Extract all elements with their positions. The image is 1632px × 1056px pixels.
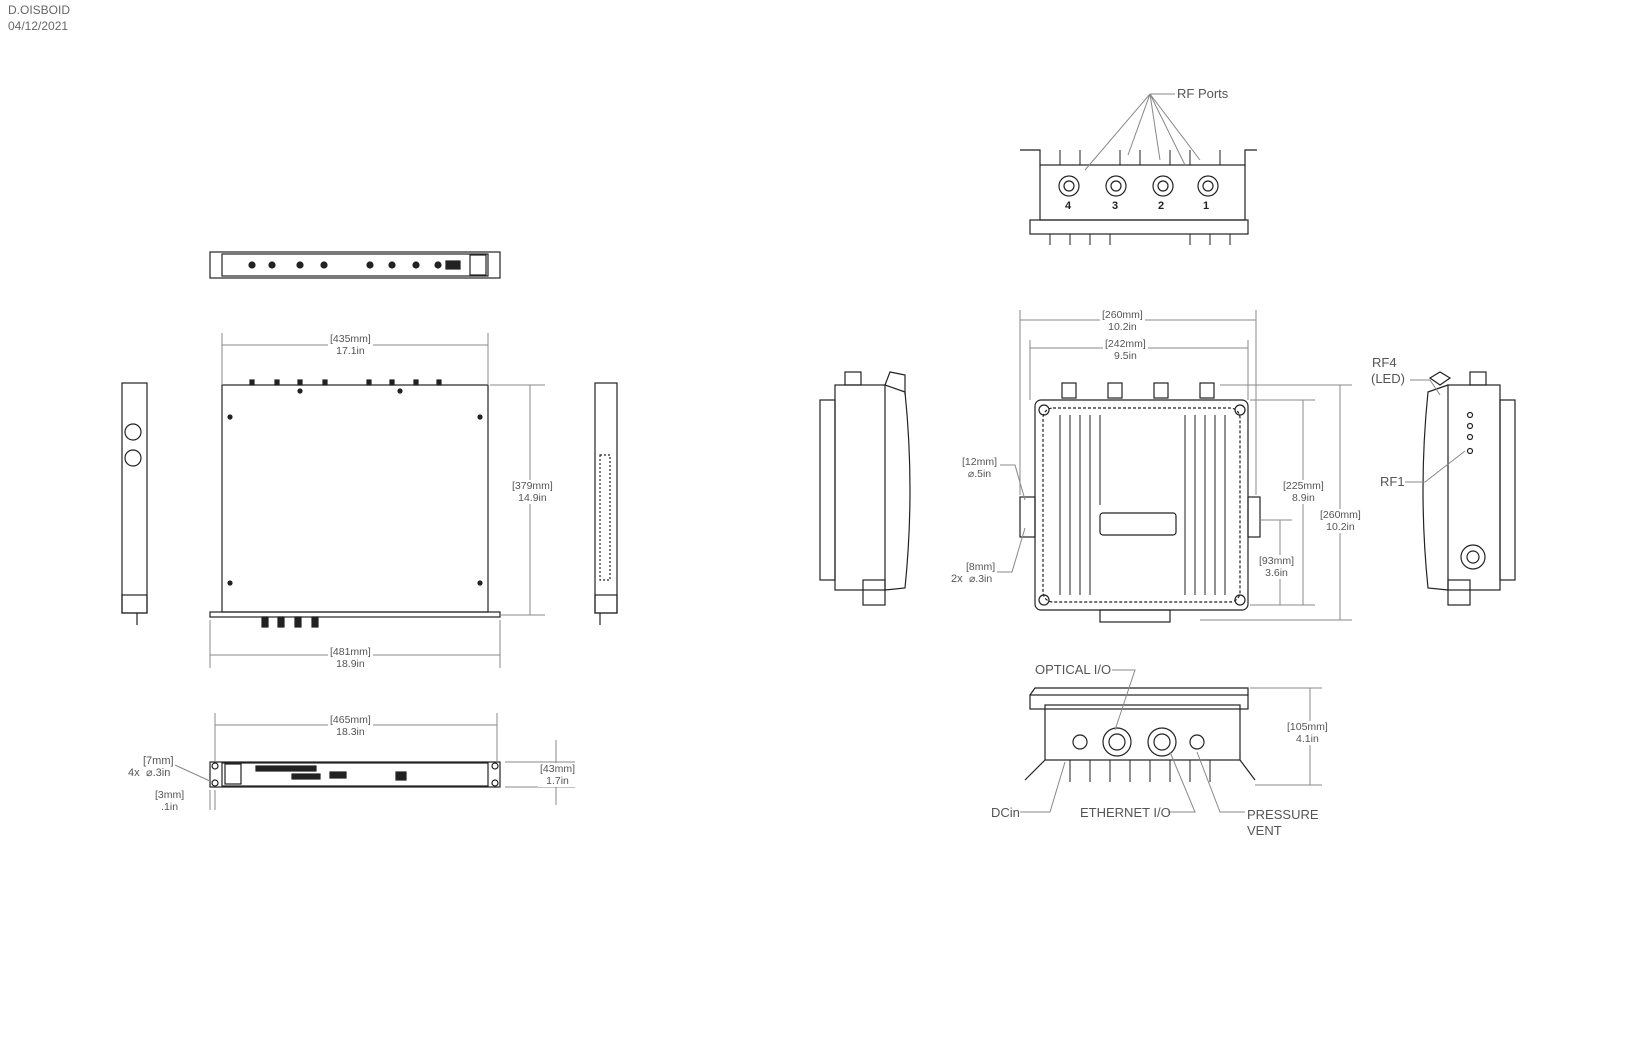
port-number-3: 3: [1112, 200, 1119, 212]
port-number-2: 2: [1158, 200, 1165, 212]
dim-mount-offset: [93mm]3.6in: [1257, 555, 1297, 579]
dim-width-top: [435mm]17.1in: [328, 333, 373, 357]
enclosure-top-view: [1020, 149, 1257, 245]
label-rf4-led: (LED): [1371, 371, 1405, 386]
dim-small-hole: [8mm]⌀.3in: [964, 561, 998, 585]
dim-hole-qty: 4x: [128, 767, 140, 779]
dim-enclosure-depth: [105mm]4.1in: [1285, 721, 1330, 745]
label-pressure: PRESSURE: [1247, 807, 1319, 822]
dim-depth: [379mm]14.9in: [510, 480, 555, 504]
dim-enclosure-width-inner: [242mm]9.5in: [1103, 338, 1148, 362]
rack-top-view: [209, 379, 501, 628]
port-number-1: 1: [1203, 200, 1210, 212]
dim-enclosure-width-outer: [260mm]10.2in: [1100, 309, 1145, 333]
label-rf-ports: RF Ports: [1177, 86, 1229, 101]
document-date: 04/12/2021: [8, 19, 69, 33]
rack-left-side-view: [121, 382, 148, 625]
dim-hole-in: ⌀.3in: [146, 767, 171, 779]
enclosure-left-side-view: [819, 371, 911, 606]
label-optical-io: OPTICAL I/O: [1035, 662, 1112, 677]
label-dcin: DCin: [991, 805, 1020, 820]
dim-edge: [3mm].1in: [153, 789, 187, 813]
dim-enclosure-height-inner: [225mm]8.9in: [1281, 480, 1326, 504]
dim-height: [43mm]1.7in: [538, 763, 578, 787]
rack-rear-view: [209, 761, 501, 788]
dim-small-hole-qty: 2x: [951, 573, 963, 585]
dim-enclosure-height-outer: [260mm]10.2in: [1318, 509, 1363, 533]
enclosure-front-view: [1019, 382, 1261, 623]
label-ethernet-io: ETHERNET I/O: [1080, 805, 1171, 820]
rack-front-view: [209, 251, 501, 279]
label-vent: VENT: [1247, 823, 1282, 838]
enclosure-bottom-view: [1024, 687, 1256, 782]
dim-mount-hole: [12mm]⌀.5in: [960, 456, 1000, 480]
dim-width-rear: [465mm]18.3in: [328, 714, 373, 738]
label-rf1: RF1: [1380, 474, 1405, 489]
document-id: D.OISBOID: [8, 3, 71, 17]
dim-hole-mm: [7mm]: [143, 755, 174, 767]
dim-width-overall: [481mm]18.9in: [328, 646, 373, 670]
rack-right-side-view: [594, 382, 618, 625]
port-number-4: 4: [1065, 200, 1072, 212]
label-rf4: RF4: [1372, 355, 1397, 370]
enclosure-right-side-view: [1422, 371, 1516, 606]
